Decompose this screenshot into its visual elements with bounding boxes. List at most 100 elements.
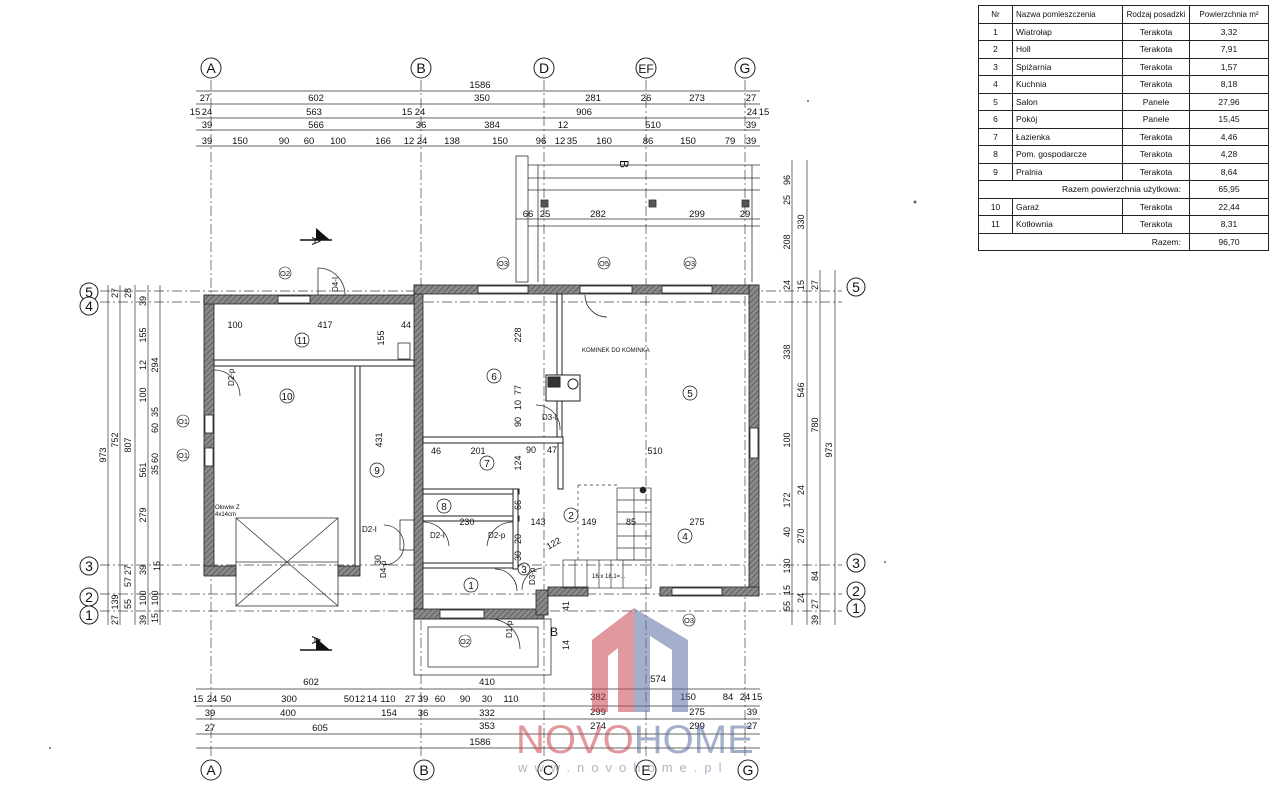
window-label: O2: [460, 637, 470, 646]
axis-bubbles-left: 5 4 3 2 1: [79, 282, 99, 625]
terrace-pergola: [515, 155, 760, 283]
dim-label: 50: [221, 694, 232, 705]
dim-label: 566: [308, 120, 324, 131]
total-row: Razem:96,70: [978, 232, 1269, 251]
cell-floor: Terakota: [1122, 22, 1190, 41]
dim-label: 50: [344, 694, 355, 705]
window-label: O1: [178, 417, 188, 426]
cell-floor: Terakota: [1122, 145, 1190, 164]
cell-floor: Terakota: [1122, 40, 1190, 59]
dim-label: 330: [796, 214, 806, 229]
dim-label: 12: [555, 136, 566, 147]
dim-label: 563: [306, 107, 322, 118]
chimney: [545, 374, 581, 402]
dim-label: 149: [581, 517, 596, 527]
decorative-dots: [49, 100, 917, 749]
cell-nr: 7: [978, 127, 1013, 146]
window-label: O3: [685, 259, 695, 268]
room-number: 11: [297, 336, 308, 347]
axis-bubbles-bottom: A B C E G: [200, 759, 759, 781]
dim-label: 574: [650, 674, 666, 685]
dim-label: 24: [796, 593, 806, 603]
room-number: 7: [484, 459, 490, 470]
dim-label: 150: [492, 136, 508, 147]
dim-label: 15: [190, 107, 201, 118]
chimney-note: KOMINEK DO KOMINKA: [582, 348, 650, 354]
cell-floor: Terakota: [1122, 197, 1190, 216]
door-label: D3-p: [528, 567, 537, 585]
door-label: D1-p: [505, 620, 514, 638]
cell-nr: 5: [978, 92, 1013, 111]
dim-label: 410: [479, 677, 495, 688]
dim-label: 160: [596, 136, 612, 147]
axis-label: 2: [85, 589, 93, 605]
room-number: 6: [491, 372, 497, 383]
dim-label: 15: [150, 613, 160, 623]
cell-name: Łazienka: [1012, 127, 1123, 146]
cell-area: 4,46: [1189, 127, 1269, 146]
total-area: 96,70: [1189, 232, 1269, 251]
dimension-lines-top: [196, 90, 760, 220]
dim-label: 47: [547, 445, 557, 455]
dim-label: 273: [689, 93, 705, 104]
room-schedule-table: Nr Nazwa pomieszczenia Rodzaj posadzki P…: [978, 5, 1269, 251]
dim-label: 431: [374, 432, 384, 447]
dim-label: 400: [280, 708, 296, 719]
cell-floor: Panele: [1122, 92, 1190, 111]
dim-label: 973: [98, 447, 108, 462]
window-label: O3: [684, 616, 694, 625]
dim-label: 35: [150, 465, 160, 475]
axis-label: 1: [852, 600, 860, 616]
section-label: B: [550, 625, 558, 639]
cell-area: 4,28: [1189, 145, 1269, 164]
subtotal-row: Razem powierzchnia użytkowa:65,95: [978, 180, 1269, 199]
dim-label: 84: [723, 692, 734, 703]
axis-label: 3: [85, 558, 93, 574]
dim-label: 27: [110, 615, 120, 625]
axis-label: G: [743, 762, 754, 778]
door-label: D4-p: [379, 560, 388, 578]
dim-label: 27: [205, 723, 216, 734]
dim-label: 1586: [469, 80, 490, 91]
window-label: O1: [178, 451, 188, 460]
cell-name: Garaż: [1012, 197, 1123, 216]
cell-area: 27,96: [1189, 92, 1269, 111]
dim-label: 605: [312, 723, 328, 734]
axis-label: G: [740, 60, 751, 76]
dim-label: 26: [641, 93, 652, 104]
dim-label: 15: [796, 280, 806, 290]
dimension-lines-bottom: [196, 688, 760, 749]
dim-label: 41: [561, 601, 571, 611]
dim-label: 40: [782, 527, 792, 537]
dim-label: 14: [561, 640, 571, 650]
subtotal-label: Razem powierzchnia użytkowa:: [978, 180, 1190, 199]
dim-label: 79: [725, 136, 736, 147]
dim-label: 275: [689, 707, 705, 718]
dim-label: 299: [689, 721, 705, 732]
dim-label: 60: [304, 136, 315, 147]
cell-floor: Terakota: [1122, 127, 1190, 146]
room-number: 4: [682, 532, 688, 543]
cell-area: 1,57: [1189, 57, 1269, 76]
dim-label: 30: [373, 555, 383, 565]
cell-name: Holl: [1012, 40, 1123, 59]
axis-label: D: [539, 60, 549, 76]
dim-label: 110: [380, 694, 395, 705]
dim-label: 15: [152, 561, 162, 571]
dim-label: 12: [138, 360, 148, 370]
dim-label: 384: [484, 120, 500, 131]
room-number: 9: [374, 466, 380, 477]
cell-area: 8,18: [1189, 75, 1269, 94]
cell-floor: Terakota: [1122, 162, 1190, 181]
dim-label: 100: [227, 320, 242, 330]
dim-label: 299: [689, 209, 705, 220]
section-label: A: [309, 237, 323, 245]
cell-name: Pralnia: [1012, 162, 1123, 181]
